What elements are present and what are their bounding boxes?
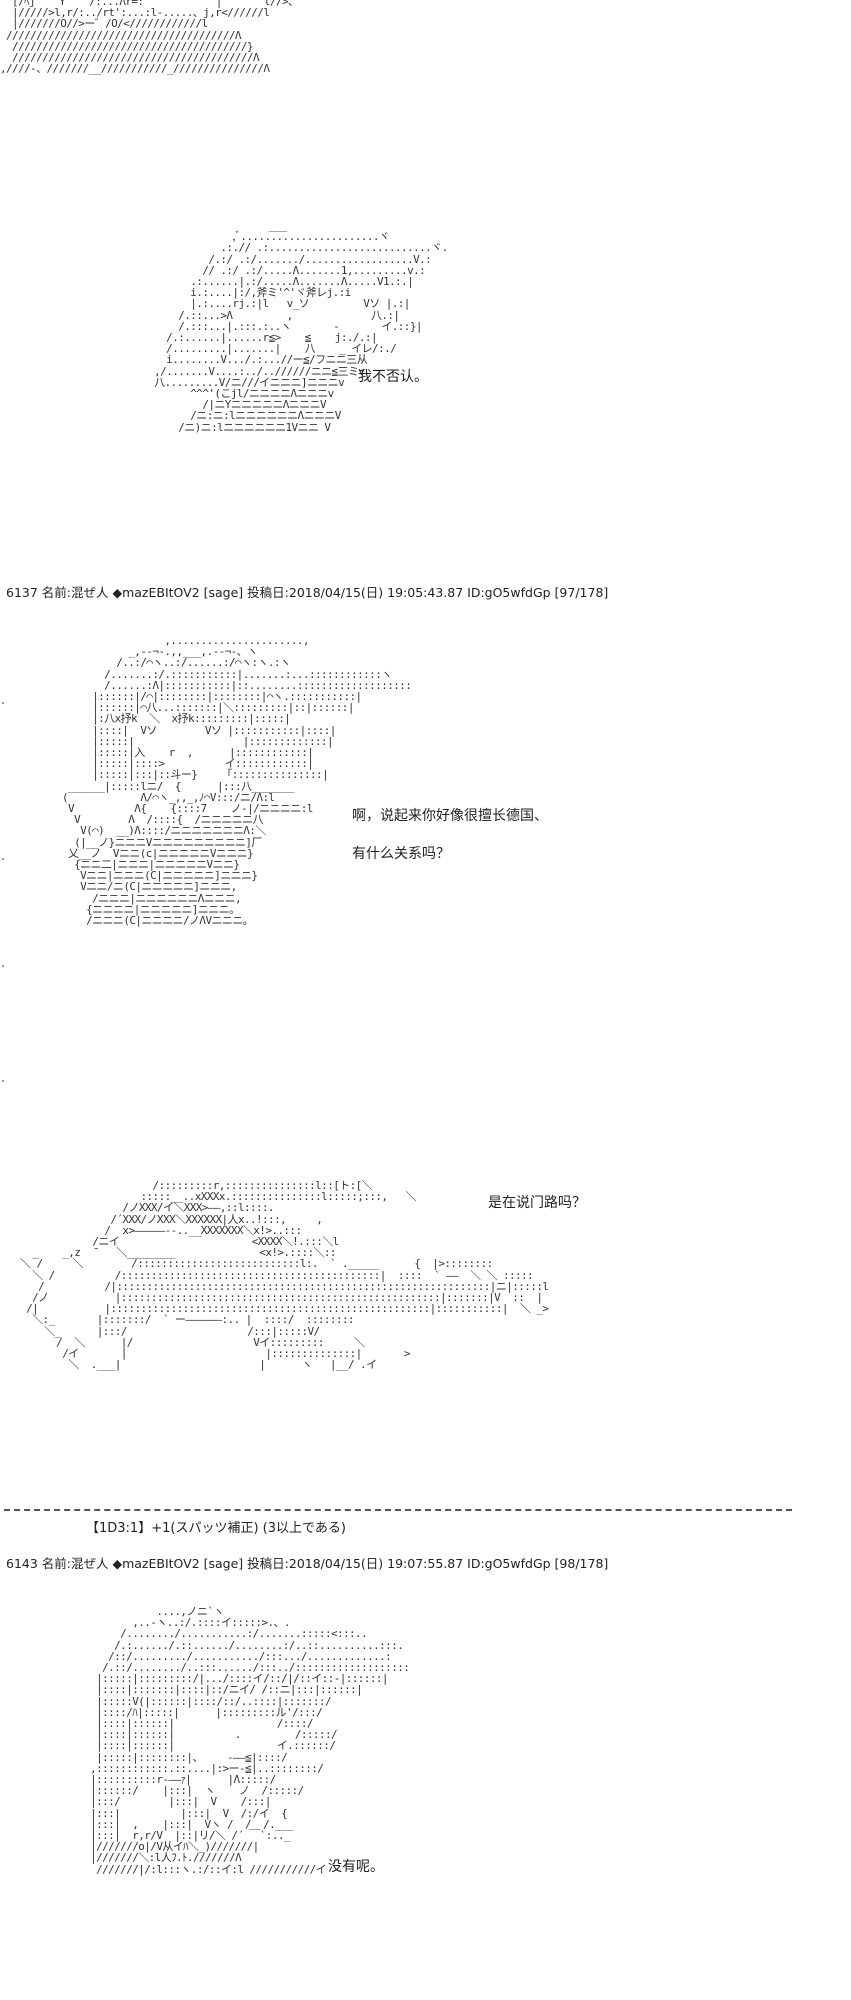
ascii-art-character-2: ,......................, _,-‐¬-.,,___,.-… (62, 634, 412, 928)
post-header-6137: 6137 名前:混ぜ人 ◆mazEBItOV2 [sage] 投稿日:2018/… (6, 585, 609, 600)
post-header-6143: 6143 名前:混ぜ人 ◆mazEBItOV2 [sage] 投稿日:2018/… (6, 1556, 609, 1571)
dialogue-line: 我不否认。 (358, 369, 428, 385)
dialogue-line: 是在说门路吗？ (488, 1195, 586, 1211)
ascii-art-scene: /:::::::::r,:::::::::::::::l::[ト:[＼ ::::… (20, 1179, 549, 1372)
dialogue-line: 没有呢。 (328, 1859, 384, 1875)
ascii-art-character-1: ___ ,ﾞ.......................ヾ .:.// .:.… (154, 219, 448, 434)
dialogue-line: 有什么关系吗？ (352, 846, 450, 862)
margin-dot (2, 1080, 4, 1082)
margin-dot (2, 702, 4, 704)
dice-roll-result: 【1D3:1】+1(スパッツ補正) (3以上である) (86, 1521, 346, 1536)
ascii-art-top: [/ﾍj Y /:...Λr=: | l//>、 |/////>l,r/:../… (0, 0, 299, 76)
margin-dot (2, 858, 4, 860)
margin-dot (2, 965, 4, 967)
dialogue-line: 啊，说起来你好像很擅长德国、 (352, 808, 548, 824)
ascii-art-character-3: ....,ノニ`ヽ ,..-ヽ..:/.::::イ:::::>.、. /....… (90, 1605, 410, 1876)
dashed-divider (4, 1509, 792, 1511)
